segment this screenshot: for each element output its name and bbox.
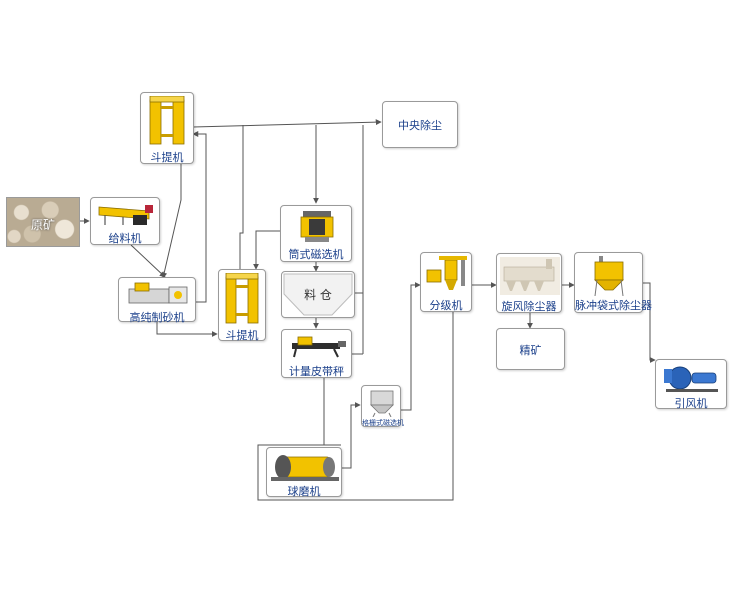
sand-maker-icon bbox=[128, 282, 188, 304]
silo-label: 料 仓 bbox=[304, 288, 332, 302]
drum-magnetic-separator-node[interactable]: 筒式磁选机 bbox=[280, 205, 352, 262]
ball-mill-icon bbox=[271, 455, 339, 481]
bucket-elevator-icon bbox=[149, 96, 185, 145]
edge-ballmill-loop bbox=[257, 312, 454, 501]
drum-magnetic-separator-label: 筒式磁选机 bbox=[288, 248, 344, 261]
concentrate-node[interactable]: 精矿 bbox=[496, 328, 565, 370]
belt-scale-icon bbox=[292, 336, 346, 358]
grid-magnetic-separator-node[interactable]: 格栅式磁选机 bbox=[361, 385, 404, 427]
bucket-elevator-1-node[interactable]: 斗提机 bbox=[140, 92, 194, 164]
central-dust-removal-label: 中央除尘 bbox=[398, 119, 442, 132]
edge-ballmill-to-grid bbox=[342, 402, 361, 469]
edge-grid-to-classifier bbox=[401, 282, 421, 411]
cyclone-dust-collector-node[interactable]: 旋风除尘器 bbox=[496, 253, 562, 313]
ball-mill-label: 球磨机 bbox=[287, 485, 321, 498]
edge-drum-to-elevator2 bbox=[253, 230, 280, 270]
classifier-icon bbox=[426, 256, 467, 290]
grid-magnetic-separator-label: 格栅式磁选机 bbox=[362, 419, 404, 427]
cyclone-collector-icon bbox=[500, 257, 560, 295]
edge-pulse-to-fan bbox=[643, 282, 656, 363]
edge-elevator1-to-sandmaker bbox=[161, 164, 182, 279]
central-dust-removal-node[interactable]: 中央除尘 bbox=[382, 101, 458, 148]
belt-scale-node[interactable]: 计量皮带秤 bbox=[281, 329, 352, 378]
drum-separator-icon bbox=[300, 211, 334, 242]
induced-draft-fan-label: 引风机 bbox=[674, 397, 708, 410]
concentrate-label: 精矿 bbox=[519, 344, 542, 357]
raw-ore-image: 原矿 bbox=[6, 197, 80, 247]
pulse-bag-dust-collector-label: 脉冲袋式除尘器 bbox=[575, 299, 652, 312]
classifier-label: 分级机 bbox=[429, 299, 463, 312]
bucket-elevator-2-label: 斗提机 bbox=[225, 329, 259, 342]
edge-feeder-to-sandmaker bbox=[130, 244, 166, 278]
silo-node[interactable]: 料 仓 bbox=[281, 271, 355, 318]
pulse-bag-dust-collector-node[interactable]: 脉冲袋式除尘器 bbox=[574, 252, 652, 313]
fan-icon bbox=[664, 366, 718, 392]
grid-separator-icon bbox=[370, 390, 394, 417]
ball-mill-node[interactable]: 球磨机 bbox=[266, 447, 342, 498]
silo-icon bbox=[283, 273, 353, 316]
edge-scale-to-ballmill bbox=[323, 378, 341, 446]
edge-elevator2-to-header bbox=[239, 125, 244, 271]
bucket-elevator-1-label: 斗提机 bbox=[150, 151, 184, 164]
bucket-elevator-icon bbox=[225, 273, 259, 324]
edge-header-to-dust bbox=[192, 119, 382, 128]
feeder-node[interactable]: 给料机 bbox=[90, 197, 160, 245]
vibrating-feeder-icon bbox=[98, 205, 153, 225]
edge-sandmaker-to-elevator2 bbox=[156, 322, 218, 337]
pulse-bag-collector-icon bbox=[594, 256, 624, 296]
bucket-elevator-2-node[interactable]: 斗提机 bbox=[218, 269, 266, 342]
cyclone-dust-collector-label: 旋风除尘器 bbox=[501, 300, 557, 313]
induced-draft-fan-node[interactable]: 引风机 bbox=[655, 359, 727, 410]
sand-maker-label: 高纯制砂机 bbox=[129, 311, 185, 324]
feeder-label: 给料机 bbox=[108, 232, 142, 245]
sand-maker-node[interactable]: 高纯制砂机 bbox=[118, 277, 196, 324]
belt-scale-label: 计量皮带秤 bbox=[289, 365, 344, 378]
edge-sandmaker-to-elevator1 bbox=[192, 131, 207, 303]
classifier-node[interactable]: 分级机 bbox=[420, 252, 472, 312]
raw-ore-label: 原矿 bbox=[30, 218, 55, 232]
